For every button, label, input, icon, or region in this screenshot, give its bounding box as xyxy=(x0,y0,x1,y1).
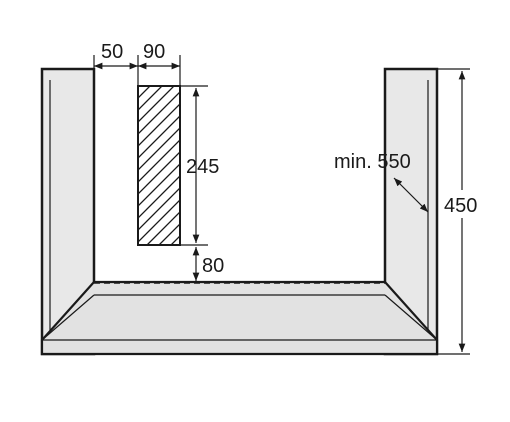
min-depth-dimension: min. 550 xyxy=(334,151,429,213)
dim-total-height-label: 450 xyxy=(444,195,477,217)
left-side-wall xyxy=(40,67,96,356)
dim-vent-offset-label: 80 xyxy=(202,255,224,277)
ventilation-opening xyxy=(137,85,181,246)
dim-vent-height-label: 245 xyxy=(186,156,219,178)
hatch-pattern xyxy=(138,86,180,245)
dim-gap-left-label: 50 xyxy=(101,41,123,63)
total-height-dimension: 450 xyxy=(437,68,483,355)
top-dimension: 50 90 xyxy=(93,41,181,86)
cabinet-base xyxy=(40,280,439,356)
vent-height-dimension: 245 xyxy=(180,85,219,246)
dim-min-depth-label: min. 550 xyxy=(334,151,411,173)
dim-vent-width-label: 90 xyxy=(143,41,165,63)
vent-offset-dimension: 80 xyxy=(192,247,224,281)
